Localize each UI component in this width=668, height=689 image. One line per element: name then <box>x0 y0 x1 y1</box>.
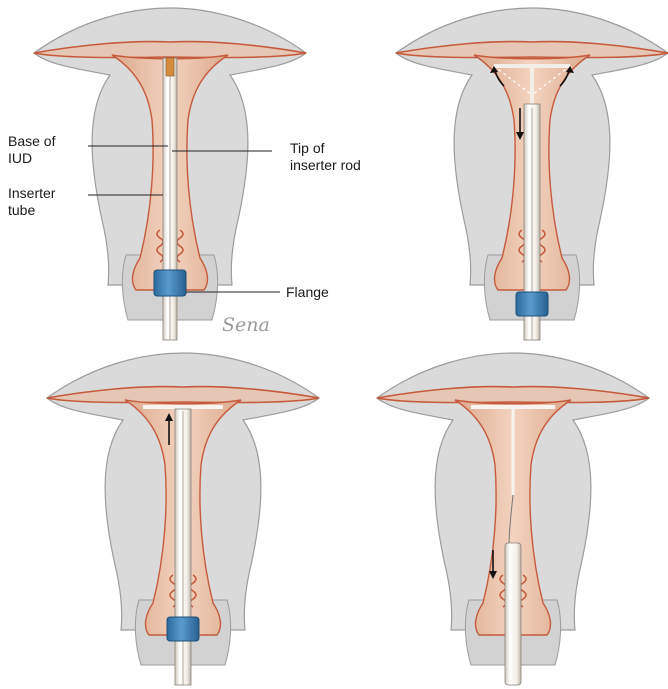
panel-3 <box>47 353 319 685</box>
flange <box>154 270 186 296</box>
panel-1 <box>34 8 306 340</box>
flange <box>516 292 548 316</box>
label-tip-of-inserter-rod: Tip of inserter rod <box>290 140 361 174</box>
iud-tip <box>166 58 174 76</box>
panel-4 <box>377 353 649 685</box>
flange <box>167 617 199 641</box>
label-inserter-tube: Inserter tube <box>8 185 55 219</box>
inserter-tube <box>505 543 521 685</box>
label-base-of-iud: Base of IUD <box>8 133 55 167</box>
panel-2 <box>396 8 668 340</box>
label-flange: Flange <box>286 284 329 301</box>
artist-signature: Sena <box>222 314 270 336</box>
